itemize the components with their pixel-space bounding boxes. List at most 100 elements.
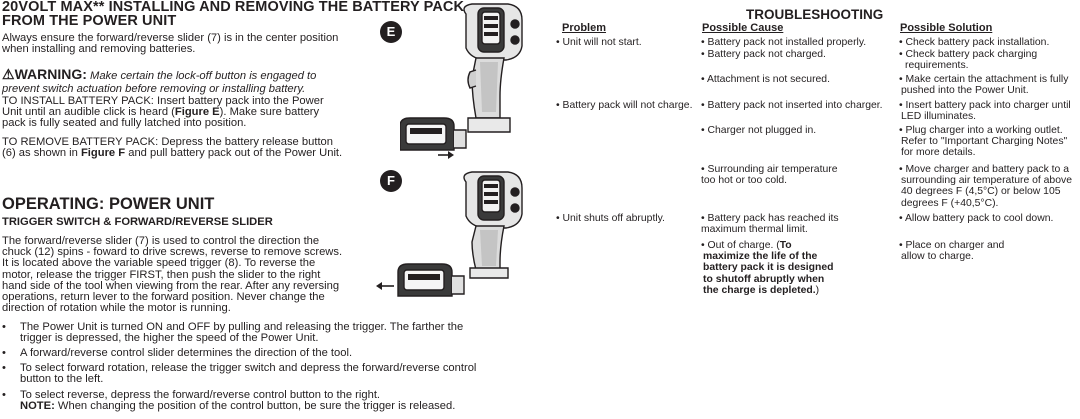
- bullet: •: [2, 362, 6, 374]
- solution-line: for more details.: [901, 147, 976, 159]
- install-title-line2: FROM THE POWER UNIT: [2, 13, 177, 29]
- install-title-line1: 20VOLT MAX** INSTALLING AND REMOVING THE…: [2, 0, 465, 15]
- solution-cell: • Move charger and battery pack to a sur…: [899, 164, 1072, 209]
- forward-reverse-paragraph: The forward/reverse slider (7) is used t…: [2, 235, 343, 314]
- problem-cell: • Unit shuts off abruptly.: [556, 213, 665, 224]
- cause-bold-line: to shutoff abruptly when: [703, 273, 825, 285]
- cause-cell: • Out of charge. (To maximize the life o…: [701, 240, 834, 296]
- note-label: NOTE:: [20, 400, 55, 413]
- cause-line: • Out of charge. (To: [701, 240, 834, 251]
- power-unit-drawing: [463, 3, 523, 133]
- para-line: motor, release the trigger FIRST, then p…: [2, 268, 321, 281]
- cause-cell: • Battery pack not installed properly.: [701, 37, 867, 48]
- solution-line: pushed into the Power Unit.: [901, 85, 1029, 97]
- solution-cell: • Check battery pack charging requiremen…: [899, 49, 1037, 71]
- solution-line: allow to charge.: [901, 251, 974, 263]
- install-line2b: ). Make sure battery: [219, 106, 320, 119]
- install-line2a: Unit until an audible click is heard (: [2, 106, 175, 119]
- solution-cell: • Insert battery pack into charger until…: [899, 100, 1071, 122]
- list-item-line: button to the left.: [20, 373, 104, 386]
- install-instructions: TO INSTALL BATTERY PACK: Insert battery …: [2, 95, 324, 130]
- warning-icon: ⚠: [2, 66, 15, 82]
- solution-line: • Make certain the attachment is fully: [899, 74, 1069, 85]
- battery-pack-drawing: [400, 117, 467, 159]
- list-item-line: trigger is depressed, the higher the spe…: [20, 332, 319, 345]
- list-item-line: The Power Unit is turned ON and OFF by p…: [20, 321, 464, 333]
- cause-text: • Out of charge. (: [701, 240, 780, 251]
- cause-line: too hot or too cold.: [701, 175, 788, 187]
- always-ensure-text: Always ensure the forward/reverse slider…: [2, 32, 339, 56]
- always-line2: when installing and removing batteries.: [2, 43, 196, 56]
- remove-line1: TO REMOVE BATTERY PACK: Depress the batt…: [2, 136, 333, 148]
- bullet: •: [2, 389, 6, 401]
- solution-line: requirements.: [905, 60, 969, 72]
- cause-cell: • Attachment is not secured.: [701, 74, 830, 85]
- note-text: When changing the position of the contro…: [54, 400, 456, 413]
- cause-bold-text: the charge is depleted.: [703, 284, 816, 296]
- cause-close-paren: ): [815, 284, 820, 296]
- cause-bold-line: battery pack it is designed: [703, 262, 834, 274]
- cause-line: maximum thermal limit.: [701, 224, 808, 236]
- para-line: hand side of the tool when viewing from …: [2, 279, 340, 292]
- solution-cell: • Allow battery pack to cool down.: [899, 213, 1054, 224]
- cause-bold-line: maximize the life of the: [703, 251, 818, 263]
- problem-cell: • Unit will not start.: [556, 37, 642, 48]
- cause-cell: • Battery pack has reached its maximum t…: [701, 213, 839, 235]
- install-line1: TO INSTALL BATTERY PACK: Insert battery …: [2, 95, 324, 107]
- solution-line: • Insert battery pack into charger until: [899, 100, 1071, 111]
- list-item-line: To select reverse, depress the forward/r…: [20, 389, 381, 401]
- remove-line2: (6) as shown in Figure F and pull batter…: [2, 148, 342, 159]
- solution-cell: • Check battery pack installation.: [899, 37, 1050, 48]
- list-item: • A forward/reverse control slider deter…: [2, 347, 527, 359]
- cause-cell: • Battery pack not charged.: [701, 49, 826, 60]
- figure-f-label: F: [380, 170, 402, 192]
- figure-e-illustration: [400, 3, 523, 159]
- para-line: It is located above the variable speed t…: [2, 257, 316, 270]
- remove-line2a: (6) as shown in: [2, 147, 81, 160]
- cause-cell: • Surrounding air temperature too hot or…: [701, 164, 837, 186]
- warning-label: WARNING:: [14, 66, 87, 82]
- solution-cell: • Plug charger into a working outlet. Re…: [899, 125, 1067, 159]
- solution-cell: • Place on charger and allow to charge.: [899, 240, 1004, 262]
- para-line: chuck (12) spins - foward to drive screw…: [2, 246, 343, 259]
- solution-line: • Place on charger and: [899, 240, 1005, 251]
- column-header-cause: Possible Cause: [702, 22, 784, 34]
- list-item: • The Power Unit is turned ON and OFF by…: [2, 321, 527, 345]
- column-header-problem: Problem: [562, 22, 607, 34]
- cause-bold-block: maximize the life of the battery pack it…: [701, 251, 834, 296]
- install-line3: pack is fully seated and fully latched i…: [2, 117, 247, 130]
- remove-line2b: and pull battery pack out of the Power U…: [125, 147, 343, 160]
- list-item: • To select forward rotation, release th…: [2, 362, 527, 386]
- solution-line: Refer to "Important Charging Notes": [901, 136, 1068, 148]
- warning-line1: Make certain the lock-off button is enga…: [90, 70, 317, 82]
- figure-e-label: E: [380, 21, 402, 43]
- operating-title: OPERATING: POWER UNIT: [2, 195, 215, 213]
- cause-line: • Surrounding air temperature: [701, 164, 838, 175]
- remove-instructions: TO REMOVE BATTERY PACK: Depress the batt…: [2, 136, 342, 159]
- bullet: •: [2, 321, 6, 333]
- para-line: The forward/reverse slider (7) is used t…: [2, 235, 320, 247]
- always-line1: Always ensure the forward/reverse slider…: [2, 32, 339, 44]
- column-header-solution: Possible Solution: [900, 22, 993, 34]
- list-item-line: A forward/reverse control slider determi…: [20, 347, 353, 359]
- bullet: •: [2, 347, 6, 359]
- solution-line: • Check battery pack charging: [899, 49, 1038, 60]
- figure-f-ref: Figure F: [80, 147, 126, 160]
- power-unit-drawing: [463, 171, 523, 279]
- note-line: NOTE: When changing the position of the …: [2, 401, 527, 412]
- cause-bold-line: the charge is depleted.): [703, 285, 834, 296]
- solution-line: LED illuminates.: [901, 111, 977, 123]
- cause-cell: • Battery pack not inserted into charger…: [701, 100, 883, 111]
- battery-pack-drawing: [376, 263, 465, 297]
- cause-line: • Battery pack has reached its: [701, 213, 839, 224]
- solution-line: surrounding air temperature of above: [901, 175, 1072, 187]
- solution-line: degrees F (+40,5°C).: [901, 197, 999, 209]
- trigger-subtitle: TRIGGER SWITCH & FORWARD/REVERSE SLIDER: [2, 216, 273, 228]
- solution-line: • Plug charger into a working outlet.: [899, 125, 1063, 136]
- cause-cell: • Charger not plugged in.: [701, 125, 817, 136]
- problem-cell: • Battery pack will not charge.: [556, 100, 693, 111]
- solution-line: • Move charger and battery pack to a: [899, 164, 1069, 175]
- figure-f-illustration: [376, 171, 523, 297]
- install-line2: Unit until an audible click is heard (Fi…: [2, 107, 324, 118]
- solution-line: 40 degrees F (4,5°C) or below 105: [901, 186, 1061, 198]
